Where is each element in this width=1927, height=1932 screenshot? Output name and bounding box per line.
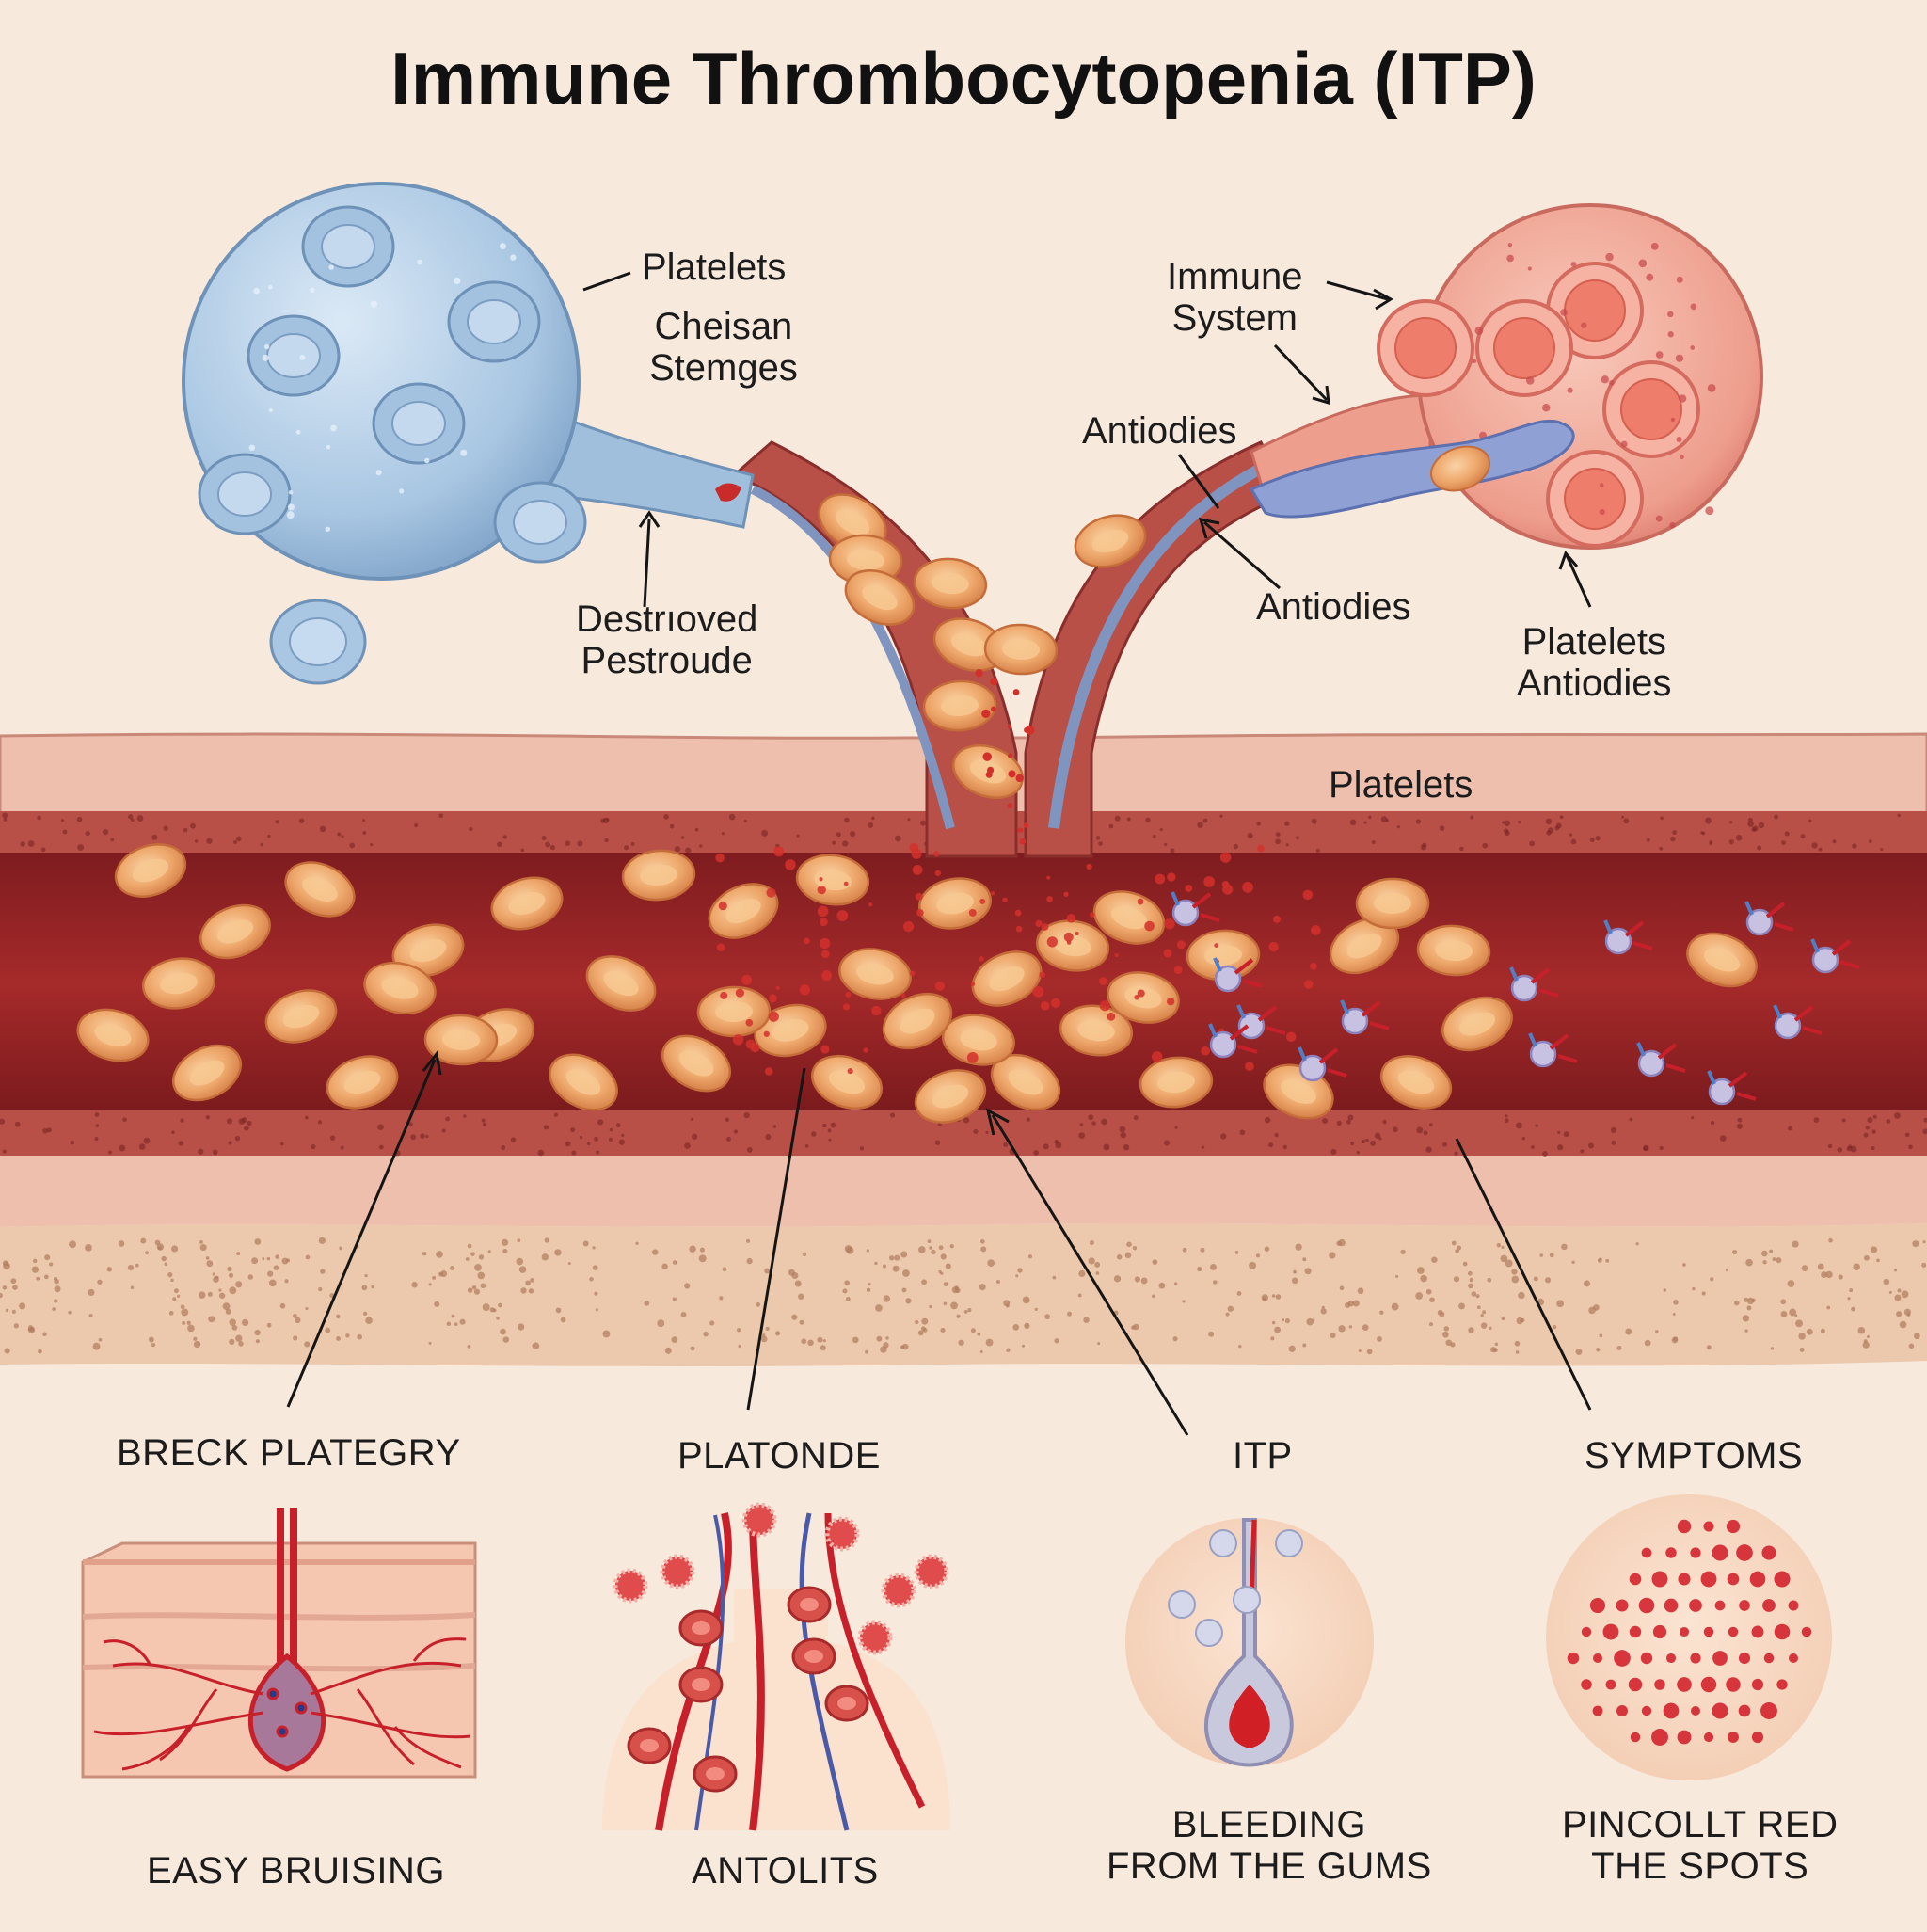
leader-lines [286,271,1592,1436]
panel-easy-bruising-art [81,1508,477,1779]
skin-dots [0,1237,1927,1355]
panel-antolits-art [602,1502,950,1831]
left-branch-vessel [731,440,1018,858]
panel-heading-platonde: PLATONDE [677,1435,881,1477]
page-title: Immune Thrombocytopenia (ITP) [390,37,1537,120]
label-antiodies-lower: Antiodies [1256,586,1411,628]
right-branch-vessel [1024,440,1292,858]
label-antiodies-upper: Antiodies [1082,410,1237,452]
rupture-mark [715,483,741,502]
tissue-lower [0,1156,1927,1227]
caption-antolits: ANTOLITS [692,1850,879,1892]
immune-cell-contents [1377,242,1716,548]
caption-easy-bruising: EASY BRUISING [147,1850,445,1892]
right-branch-inner [1048,460,1268,829]
panel-bleeding-gums-art [1125,1518,1374,1767]
blue-cell-platelets [198,205,587,564]
panel-red-spots-art [1546,1494,1832,1780]
panel-heading-symptoms: SYMPTOMS [1585,1435,1804,1477]
blood-specks [715,669,1321,1076]
vessel-wall-texture [0,812,1927,1157]
label-platelets-top: Platelets [642,247,787,288]
antibody-tendril [1249,419,1575,519]
panel-heading-itp: ITP [1233,1435,1293,1477]
panel-heading-breck-plategry: BRECK PLATEGRY [117,1432,461,1474]
antibody-particles [1171,891,1860,1106]
label-platelets-vessel: Platelets [1329,764,1473,806]
